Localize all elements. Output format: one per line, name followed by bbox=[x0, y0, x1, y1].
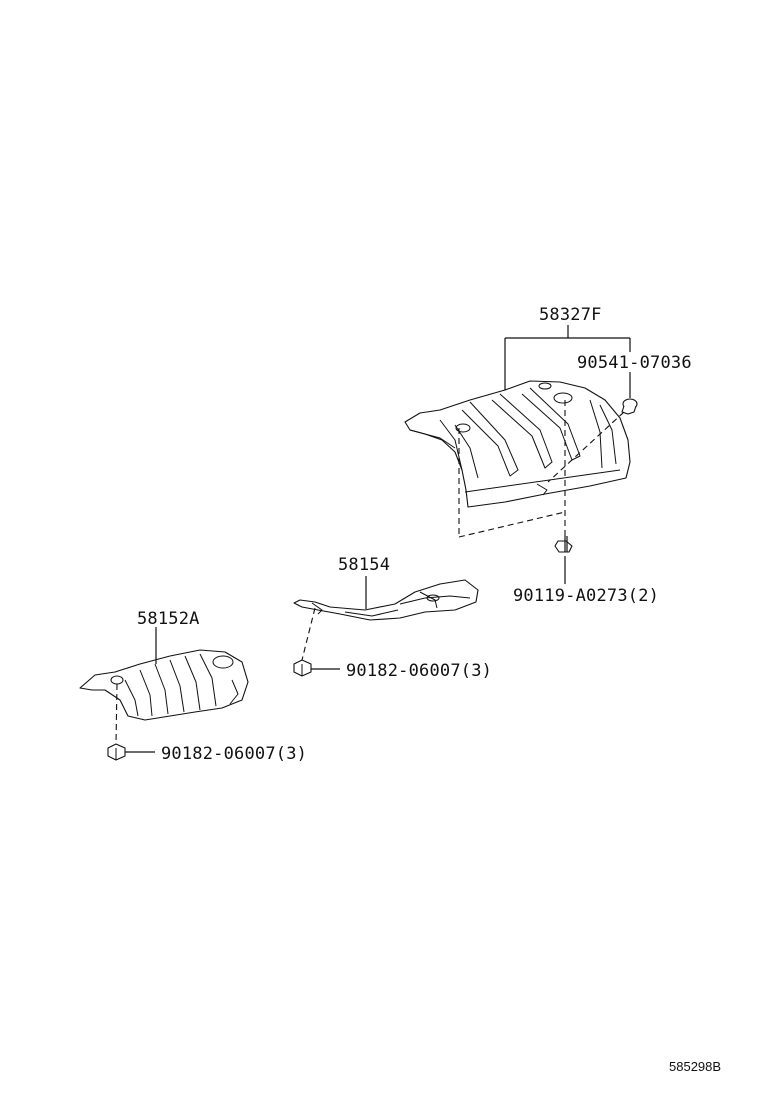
front-heat-insulator-icon[interactable] bbox=[79, 649, 249, 721]
part-label-90119: 90119-A0273(2) bbox=[513, 586, 659, 606]
leader-lines bbox=[115, 325, 631, 753]
clip-icon[interactable] bbox=[621, 398, 638, 415]
part-label-58327f: 58327F bbox=[539, 305, 602, 325]
middle-heat-insulator-icon[interactable] bbox=[293, 579, 479, 621]
part-label-90182-front: 90182-06007(3) bbox=[161, 744, 307, 764]
part-label-58152a: 58152A bbox=[137, 609, 200, 629]
reference-code: 585298B bbox=[669, 1059, 721, 1074]
nut-icon[interactable] bbox=[293, 659, 312, 677]
bolt-icon[interactable] bbox=[554, 536, 573, 553]
part-label-90541: 90541-07036 bbox=[577, 353, 692, 373]
nut-icon[interactable] bbox=[107, 743, 126, 761]
part-label-90182-middle: 90182-06007(3) bbox=[346, 661, 492, 681]
large-heat-insulator-icon[interactable] bbox=[404, 380, 631, 508]
part-label-58154: 58154 bbox=[338, 555, 390, 575]
